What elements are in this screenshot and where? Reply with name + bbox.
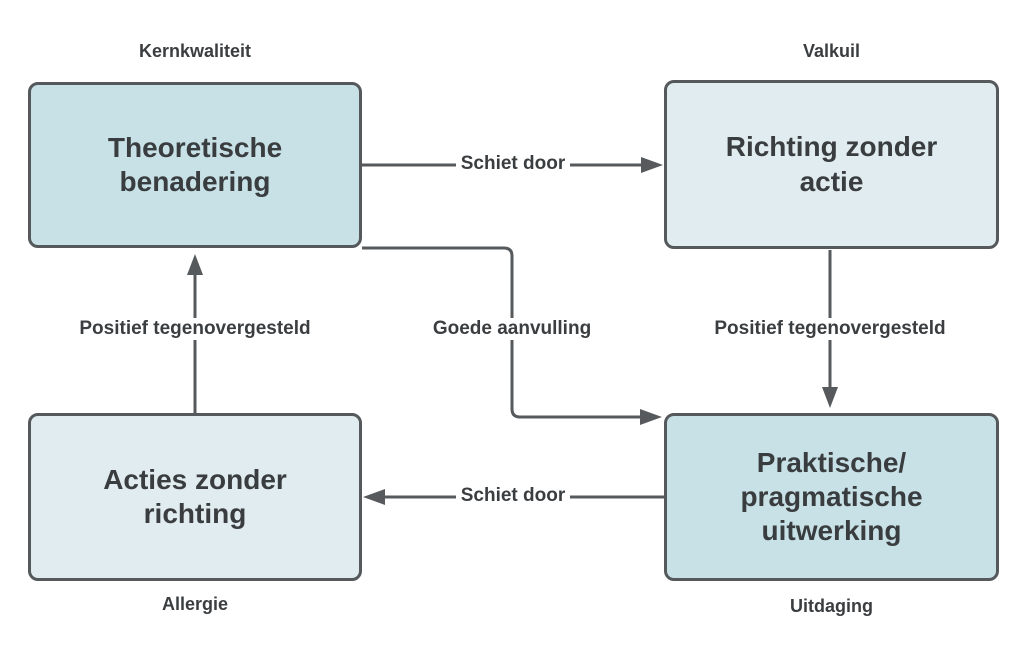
box-text: Theoretische benadering: [107, 131, 283, 197]
connector-label-positief-right: Positief tegenovergesteld: [655, 318, 1005, 340]
connector-label-goede-aanvulling: Goede aanvulling: [362, 318, 662, 340]
arrowhead-right-icon: [640, 409, 662, 425]
quadrant-label-allergie: Allergie: [161, 594, 229, 614]
box-text: Richting zonder actie: [725, 131, 938, 197]
box-text: Acties zonder richting: [103, 463, 287, 529]
connector-label-text: Schiet door: [455, 153, 571, 175]
connector-label-text: Positief tegenovergesteld: [74, 318, 316, 340]
connector-label-text: Schiet door: [455, 485, 571, 507]
box-theoretische-benadering: Theoretische benadering: [28, 82, 362, 248]
arrowhead-up-icon: [187, 254, 203, 275]
arrowhead-left-icon: [363, 489, 385, 505]
connector-label-schiet-door-bottom: Schiet door: [363, 485, 663, 507]
quadrant-label-kernkwaliteit: Kernkwaliteit: [138, 41, 252, 61]
arrowhead-down-icon: [822, 387, 838, 408]
box-praktische-pragmatische-uitwerking: Praktische/ pragmatische uitwerking: [664, 413, 999, 581]
box-acties-zonder-richting: Acties zonder richting: [28, 413, 362, 581]
box-richting-zonder-actie: Richting zonder actie: [664, 80, 999, 249]
connector-label-schiet-door-top: Schiet door: [363, 153, 663, 175]
connector-label-positief-left: Positief tegenovergesteld: [20, 318, 370, 340]
quadrant-label-valkuil: Valkuil: [802, 41, 861, 61]
connector-label-text: Positief tegenovergesteld: [709, 318, 951, 340]
quadrant-label-uitdaging: Uitdaging: [790, 596, 873, 616]
connector-positief-left: [187, 254, 203, 413]
connector-label-text: Goede aanvulling: [427, 318, 597, 340]
arrowhead-right-icon: [641, 157, 663, 173]
box-text: Praktische/ pragmatische uitwerking: [740, 446, 923, 547]
